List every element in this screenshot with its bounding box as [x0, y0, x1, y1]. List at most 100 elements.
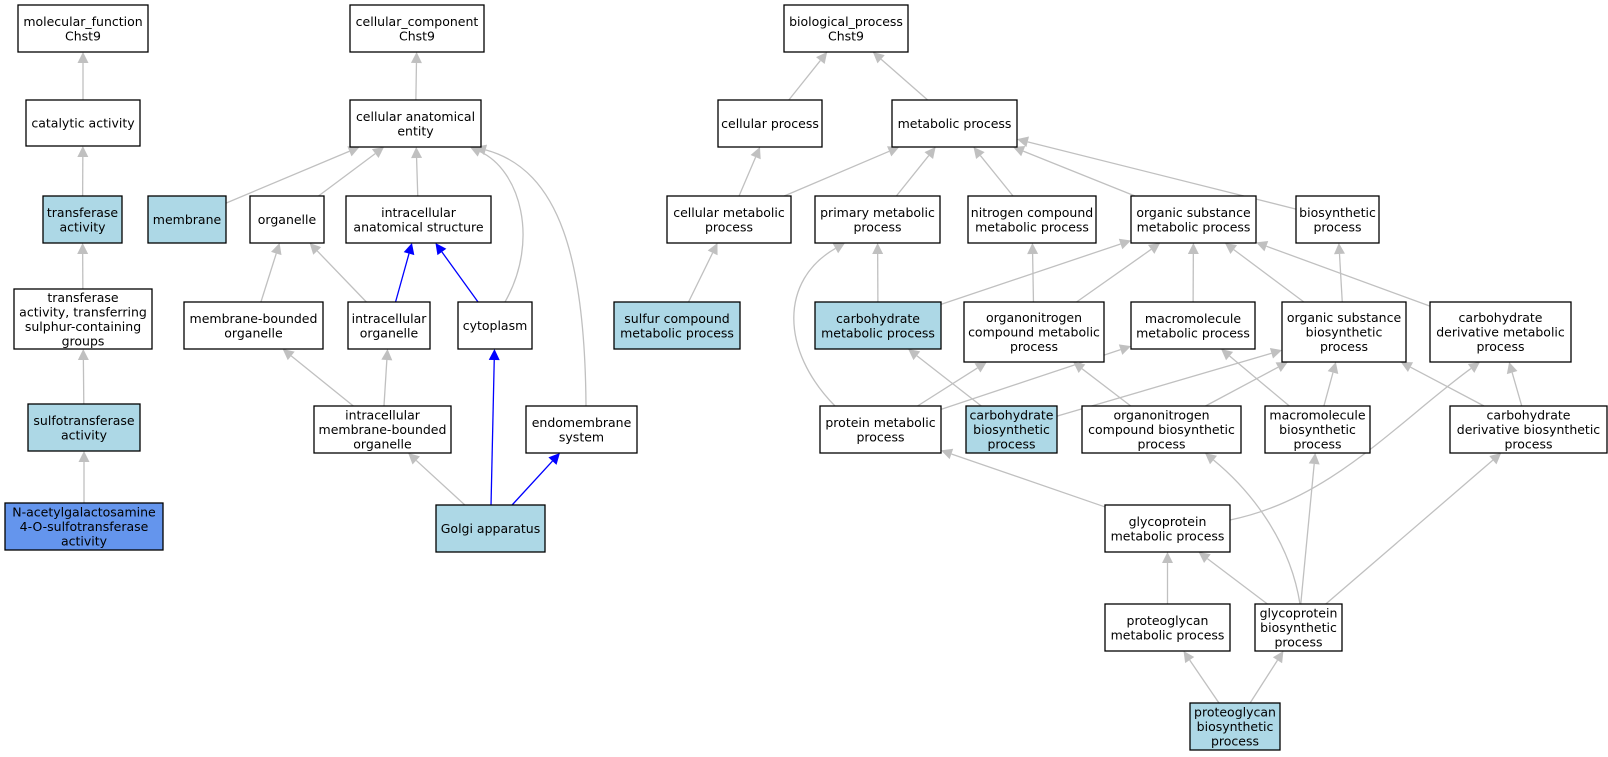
node-box: [1449, 405, 1608, 454]
edge-ncmp-to-mp-arrowhead: [973, 147, 985, 160]
go-term-node-membrane[interactable]: membrane: [147, 195, 227, 244]
node-label-line: biosynthetic: [1279, 422, 1356, 437]
edge-pgbp-to-pgmp: [1183, 651, 1220, 704]
node-label-line: biosynthetic: [1260, 620, 1337, 635]
node-label-line: intracellular: [381, 205, 457, 220]
node-label-line: metabolic process: [1111, 627, 1225, 642]
node-label: membrane: [153, 212, 222, 227]
edge-golgi-to-cyto: [488, 349, 500, 506]
edge-cyto-to-ias-line: [441, 251, 479, 303]
edge-imbo-to-io-arrowhead: [381, 349, 393, 361]
edge-sulfo-to-tsulph-arrowhead: [77, 349, 89, 361]
go-term-node-cat[interactable]: catalytic activity: [25, 99, 141, 147]
edge-io-to-organelle: [309, 243, 367, 303]
node-label-line: organic substance: [1136, 205, 1251, 220]
go-term-node-mp[interactable]: metabolic process: [891, 99, 1018, 148]
node-box: [613, 301, 741, 350]
node-label-line: organelle: [258, 212, 317, 227]
node-label-line: compound metabolic: [968, 325, 1100, 340]
node-label-line: biosynthetic: [1197, 719, 1274, 734]
edge-cmp-to-cp: [738, 147, 761, 197]
edge-oncbp-to-osbp-line: [1205, 366, 1279, 407]
edge-io-to-ias-arrowhead: [403, 243, 415, 256]
edge-golgi-to-endo-line: [511, 460, 553, 506]
node-box: [819, 405, 942, 454]
edge-mp-to-bp-line: [880, 58, 929, 101]
edge-pmp-to-mp-arrowhead: [924, 147, 936, 160]
node-label: cellular process: [721, 116, 819, 131]
node-label-line: organonitrogen: [986, 310, 1082, 325]
edge-gpmp-to-cdmp-line: [1229, 367, 1472, 521]
edge-cdmp-to-osmp-arrowhead: [1256, 241, 1269, 252]
go-term-node-golgi[interactable]: Golgi apparatus: [435, 504, 546, 553]
node-box: [1281, 301, 1407, 363]
edge-cmp-to-mp-arrowhead: [887, 146, 900, 157]
node-label-line: process: [1504, 437, 1552, 452]
edge-chbp-to-osbp-arrowhead: [1269, 347, 1282, 359]
edge-golgi-to-endo-arrowhead: [548, 453, 560, 465]
edge-cdbp-to-cdmp-line: [1511, 372, 1523, 407]
edge-io-to-ias-line: [394, 253, 410, 303]
edge-gpmp-to-cdmp-arrowhead: [1467, 362, 1480, 373]
edge-protmp-to-pmp-arrowhead: [832, 243, 845, 254]
node-box: [1295, 195, 1380, 244]
edge-cat-to-mf-arrowhead: [77, 52, 89, 63]
node-label-line: carbohydrate: [970, 408, 1054, 423]
edge-gpbp-to-gpmp-arrowhead: [1198, 552, 1211, 564]
go-term-node-cyto[interactable]: cytoplasm: [457, 301, 533, 350]
go-term-node-cp[interactable]: cellular process: [717, 99, 823, 148]
node-box: [349, 4, 485, 53]
edge-membrane-to-cae-line: [225, 150, 350, 204]
node-label-line: transferase: [47, 290, 119, 305]
edge-mmp-to-osmp-arrowhead: [1187, 243, 1199, 255]
go-term-node-organelle[interactable]: organelle: [249, 195, 325, 244]
node-label-line: anatomical structure: [353, 219, 483, 234]
node-box: [525, 405, 638, 454]
